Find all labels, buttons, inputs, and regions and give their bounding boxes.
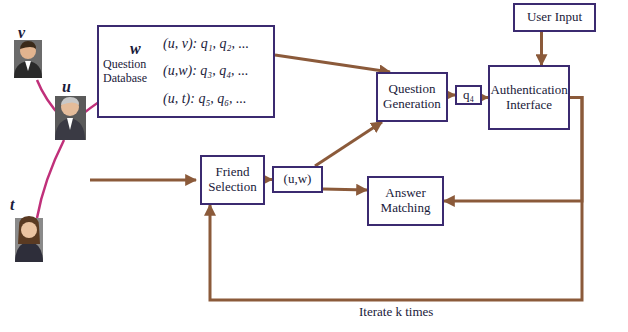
box-text: q₄ — [463, 88, 474, 103]
flow-arrow — [540, 32, 543, 65]
process-box: Answer Matching — [367, 176, 444, 226]
process-box: Question Generation — [376, 72, 448, 122]
person-icon — [14, 40, 42, 78]
input-arrow — [90, 179, 196, 182]
entry-text: (u,w): q₃, q₄, ... — [163, 63, 249, 79]
token-box: (u,w) — [272, 166, 323, 193]
process-box: Friend Selection — [200, 155, 265, 205]
box-text: User Input — [527, 10, 582, 25]
flow-arrow — [323, 189, 367, 190]
node-label: t — [10, 196, 14, 214]
box-text-group: User Input — [527, 10, 582, 25]
box-text: Answer Matching — [372, 186, 439, 216]
entry-text: (u, t): q₅, q₆, ... — [163, 91, 249, 107]
entry-text: (u, v): q₁, q₂, ... — [163, 36, 249, 52]
database-entries: (u, v): q₁, q₂, ... (u,w): q₃, q₄, ... (u,… — [157, 30, 249, 113]
box-text: Friend Selection — [205, 165, 260, 195]
database-box: Question Database (u, v): q₁, q₂, ... (u,w… — [97, 25, 275, 118]
box-text-group: Question Generation — [381, 82, 443, 112]
box-text-group: (u,w) — [284, 172, 312, 187]
heading-text: Question Database — [103, 58, 157, 86]
box-text: Question Generation — [381, 82, 443, 112]
box-text: Authentication Interface — [490, 83, 567, 113]
token-box: q₄ — [455, 85, 482, 105]
friend-link — [37, 140, 64, 218]
flow-arrow — [265, 178, 272, 181]
node-label: w — [130, 40, 141, 58]
edge-label: Iterate k times — [357, 304, 435, 320]
person-icon — [15, 216, 43, 262]
node-label: v — [18, 24, 25, 42]
process-box: Authentication Interface — [488, 65, 570, 130]
flow-arrow — [315, 122, 382, 166]
box-text-group: Answer Matching — [372, 186, 439, 216]
node-label: u — [62, 78, 71, 96]
flow-arrow — [275, 55, 390, 72]
box-text-group: Authentication Interface — [490, 83, 567, 113]
box-text-group: Friend Selection — [205, 165, 260, 195]
input-box: User Input — [513, 3, 596, 32]
person-icon — [55, 96, 86, 140]
flow-arrow — [448, 94, 455, 97]
box-text: (u,w) — [284, 172, 312, 187]
box-text-group: q₄ — [463, 88, 474, 103]
